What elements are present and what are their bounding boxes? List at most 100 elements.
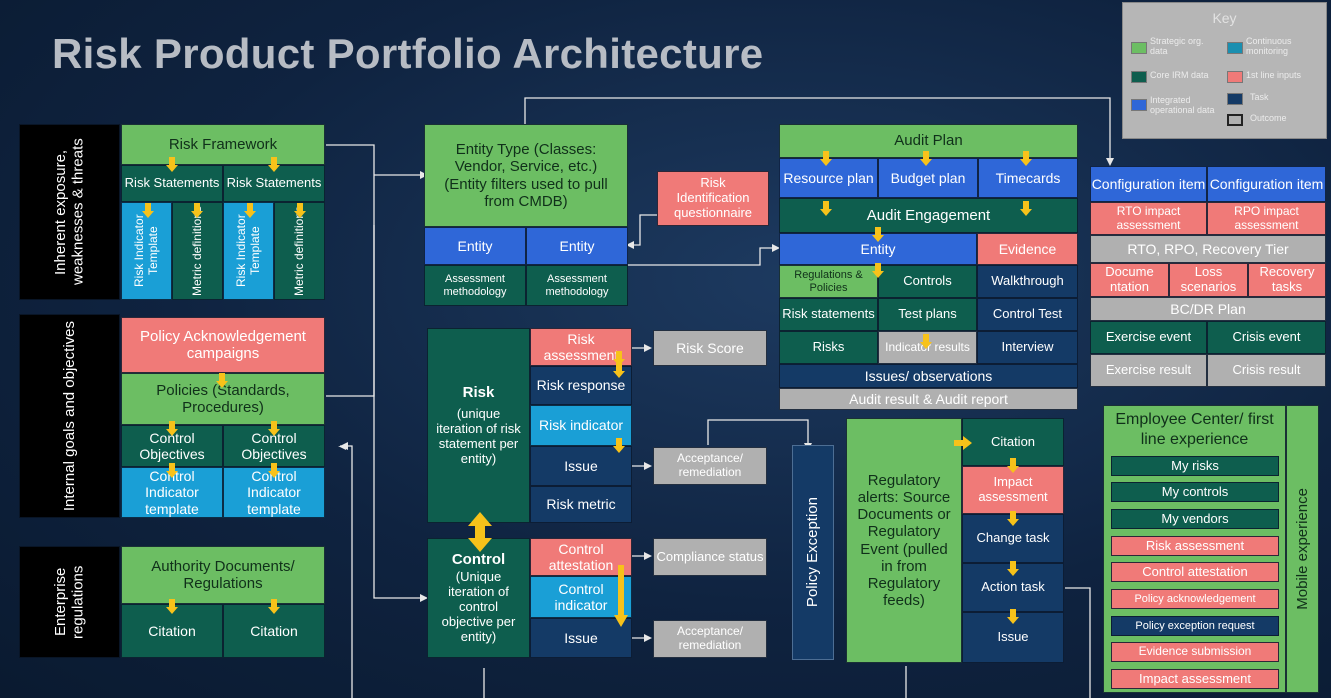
authority-documents: Authority Documents/ Regulations — [121, 546, 325, 604]
emp-my-risks: My risks — [1111, 456, 1279, 476]
risk-block-subtitle: (unique iteration of risk statement per … — [436, 406, 521, 467]
emp-impact-assessment: Impact assessment — [1111, 669, 1279, 689]
key-swatch-strategic — [1131, 42, 1147, 54]
emp-risk-assessment: Risk assessment — [1111, 536, 1279, 556]
control-block-subtitle: (Unique iteration of control objective p… — [441, 569, 516, 645]
key-swatch-continuous — [1227, 42, 1243, 54]
emp-control-attestation: Control attestation — [1111, 562, 1279, 582]
audit-entity: Entity — [779, 233, 977, 265]
entity-type: Entity Type (Classes: Vendor, Service, e… — [424, 124, 628, 227]
reg-issue: Issue — [962, 612, 1064, 663]
policies: Policies (Standards, Procedures) — [121, 373, 325, 425]
legend-key: Key Strategic org. data Continuous monit… — [1122, 2, 1327, 139]
risk-indicator-template-2: Risk Indicator Template — [223, 202, 274, 300]
metric-definitions-1: Metric definitions — [172, 202, 223, 300]
employee-center-title: Employee Center/ first line experience — [1115, 411, 1274, 448]
page-title: Risk Product Portfolio Architecture — [52, 30, 764, 77]
control-indicator-template-2: Control Indicator template — [223, 467, 325, 518]
entity-1: Entity — [424, 227, 526, 265]
configuration-item-2: Configuration item — [1207, 166, 1326, 202]
configuration-item-1: Configuration item — [1090, 166, 1207, 202]
policy-exception-text: Policy Exception — [804, 497, 822, 608]
risk-block: Risk (unique iteration of risk statement… — [427, 328, 530, 523]
interview: Interview — [977, 331, 1078, 364]
audit-risk-statements: Risk statements — [779, 298, 878, 331]
policy-exception: Policy Exception — [792, 445, 834, 660]
acceptance-remediation-2: Acceptance/ remediation — [653, 620, 767, 658]
key-label-core: Core IRM data — [1150, 70, 1209, 80]
assessment-methodology-1: Assessment methodology — [424, 265, 526, 306]
rpo-impact-assessment: RPO impact assessment — [1207, 202, 1326, 235]
control-objectives-2: Control Objectives — [223, 425, 325, 467]
emp-my-controls: My controls — [1111, 482, 1279, 502]
indicator-results: Indicator results — [878, 331, 977, 364]
bcdr-plan: BC/DR Plan — [1090, 297, 1326, 321]
key-swatch-first-line — [1227, 71, 1243, 83]
crisis-event: Crisis event — [1207, 321, 1326, 354]
control-attestation: Control attestation — [530, 538, 632, 576]
key-label-task: Task — [1250, 92, 1269, 102]
control-objectives-1: Control Objectives — [121, 425, 223, 467]
policy-ack-campaigns: Policy Acknowledgement campaigns — [121, 317, 325, 373]
audit-plan: Audit Plan — [779, 124, 1078, 158]
emp-policy-acknowledgement: Policy acknowledgement — [1111, 589, 1279, 609]
control-issue: Issue — [530, 618, 632, 658]
control-block-title: Control — [451, 551, 506, 569]
key-label-first-line: 1st line inputs — [1246, 70, 1302, 80]
regulations-policies: Regulations & Policies — [779, 265, 878, 298]
risk-indicator-template-1-text: Risk Indicator Template — [131, 214, 160, 288]
reg-citation: Citation — [962, 418, 1064, 466]
audit-evidence: Evidence — [977, 233, 1078, 265]
recovery-tasks: Recovery tasks — [1248, 263, 1326, 297]
exercise-result: Exercise result — [1090, 354, 1207, 387]
exercise-event: Exercise event — [1090, 321, 1207, 354]
crisis-result: Crisis result — [1207, 354, 1326, 387]
side-label-enterprise: Enterprise regulations — [19, 546, 120, 658]
change-task: Change task — [962, 514, 1064, 563]
risk-block-title: Risk — [462, 384, 495, 401]
audit-controls: Controls — [878, 265, 977, 298]
key-swatch-task — [1227, 93, 1243, 105]
risk-indicator-template-1: Risk Indicator Template — [121, 202, 172, 300]
metric-definitions-2: Metric definitions — [274, 202, 325, 300]
key-label-integrated: Integrated operational data — [1150, 95, 1215, 115]
assessment-methodology-2: Assessment methodology — [526, 265, 628, 306]
audit-risks: Risks — [779, 331, 878, 364]
citation-2: Citation — [223, 604, 325, 658]
side-label-internal: Internal goals and objectives — [19, 314, 120, 518]
mobile-experience-text: Mobile experience — [1293, 488, 1311, 610]
key-swatch-core — [1131, 71, 1147, 83]
mobile-experience: Mobile experience — [1286, 405, 1319, 693]
emp-my-vendors: My vendors — [1111, 509, 1279, 529]
side-label-inherent-text: Inherent exposure, weaknesses & threats — [52, 138, 87, 286]
risk-issue: Issue — [530, 446, 632, 486]
key-swatch-outcome — [1227, 114, 1243, 126]
action-task: Action task — [962, 563, 1064, 612]
metric-definitions-1-text: Metric definitions — [189, 205, 204, 297]
side-label-enterprise-text: Enterprise regulations — [52, 565, 87, 639]
emp-evidence-submission: Evidence submission — [1111, 642, 1279, 662]
key-label-outcome: Outcome — [1250, 113, 1287, 123]
risk-score: Risk Score — [653, 330, 767, 366]
key-label-continuous: Continuous monitoring — [1246, 36, 1292, 56]
rto-rpo-recovery-tier: RTO, RPO, Recovery Tier — [1090, 235, 1326, 263]
entity-2: Entity — [526, 227, 628, 265]
risk-assessment: Risk assessment — [530, 328, 632, 366]
risk-identification-questionnaire: Risk Identification questionnaire — [657, 171, 769, 226]
budget-plan: Budget plan — [878, 158, 978, 198]
loss-scenarios: Loss scenarios — [1169, 263, 1248, 297]
emp-policy-exception-request: Policy exception request — [1111, 616, 1279, 636]
risk-metric: Risk metric — [530, 486, 632, 523]
test-plans: Test plans — [878, 298, 977, 331]
regulatory-alerts: Regulatory alerts: Source Documents or R… — [846, 418, 962, 663]
risk-indicator-template-2-text: Risk Indicator Template — [233, 214, 262, 288]
control-block: Control (Unique iteration of control obj… — [427, 538, 530, 658]
control-test: Control Test — [977, 298, 1078, 331]
acceptance-remediation-1: Acceptance/ remediation — [653, 447, 767, 485]
side-label-internal-text: Internal goals and objectives — [60, 320, 78, 512]
metric-definitions-2-text: Metric definitions — [291, 205, 306, 297]
compliance-status: Compliance status — [653, 538, 767, 576]
key-heading: Key — [1212, 10, 1237, 26]
risk-statements-2: Risk Statements — [223, 165, 325, 202]
rto-impact-assessment: RTO impact assessment — [1090, 202, 1207, 235]
